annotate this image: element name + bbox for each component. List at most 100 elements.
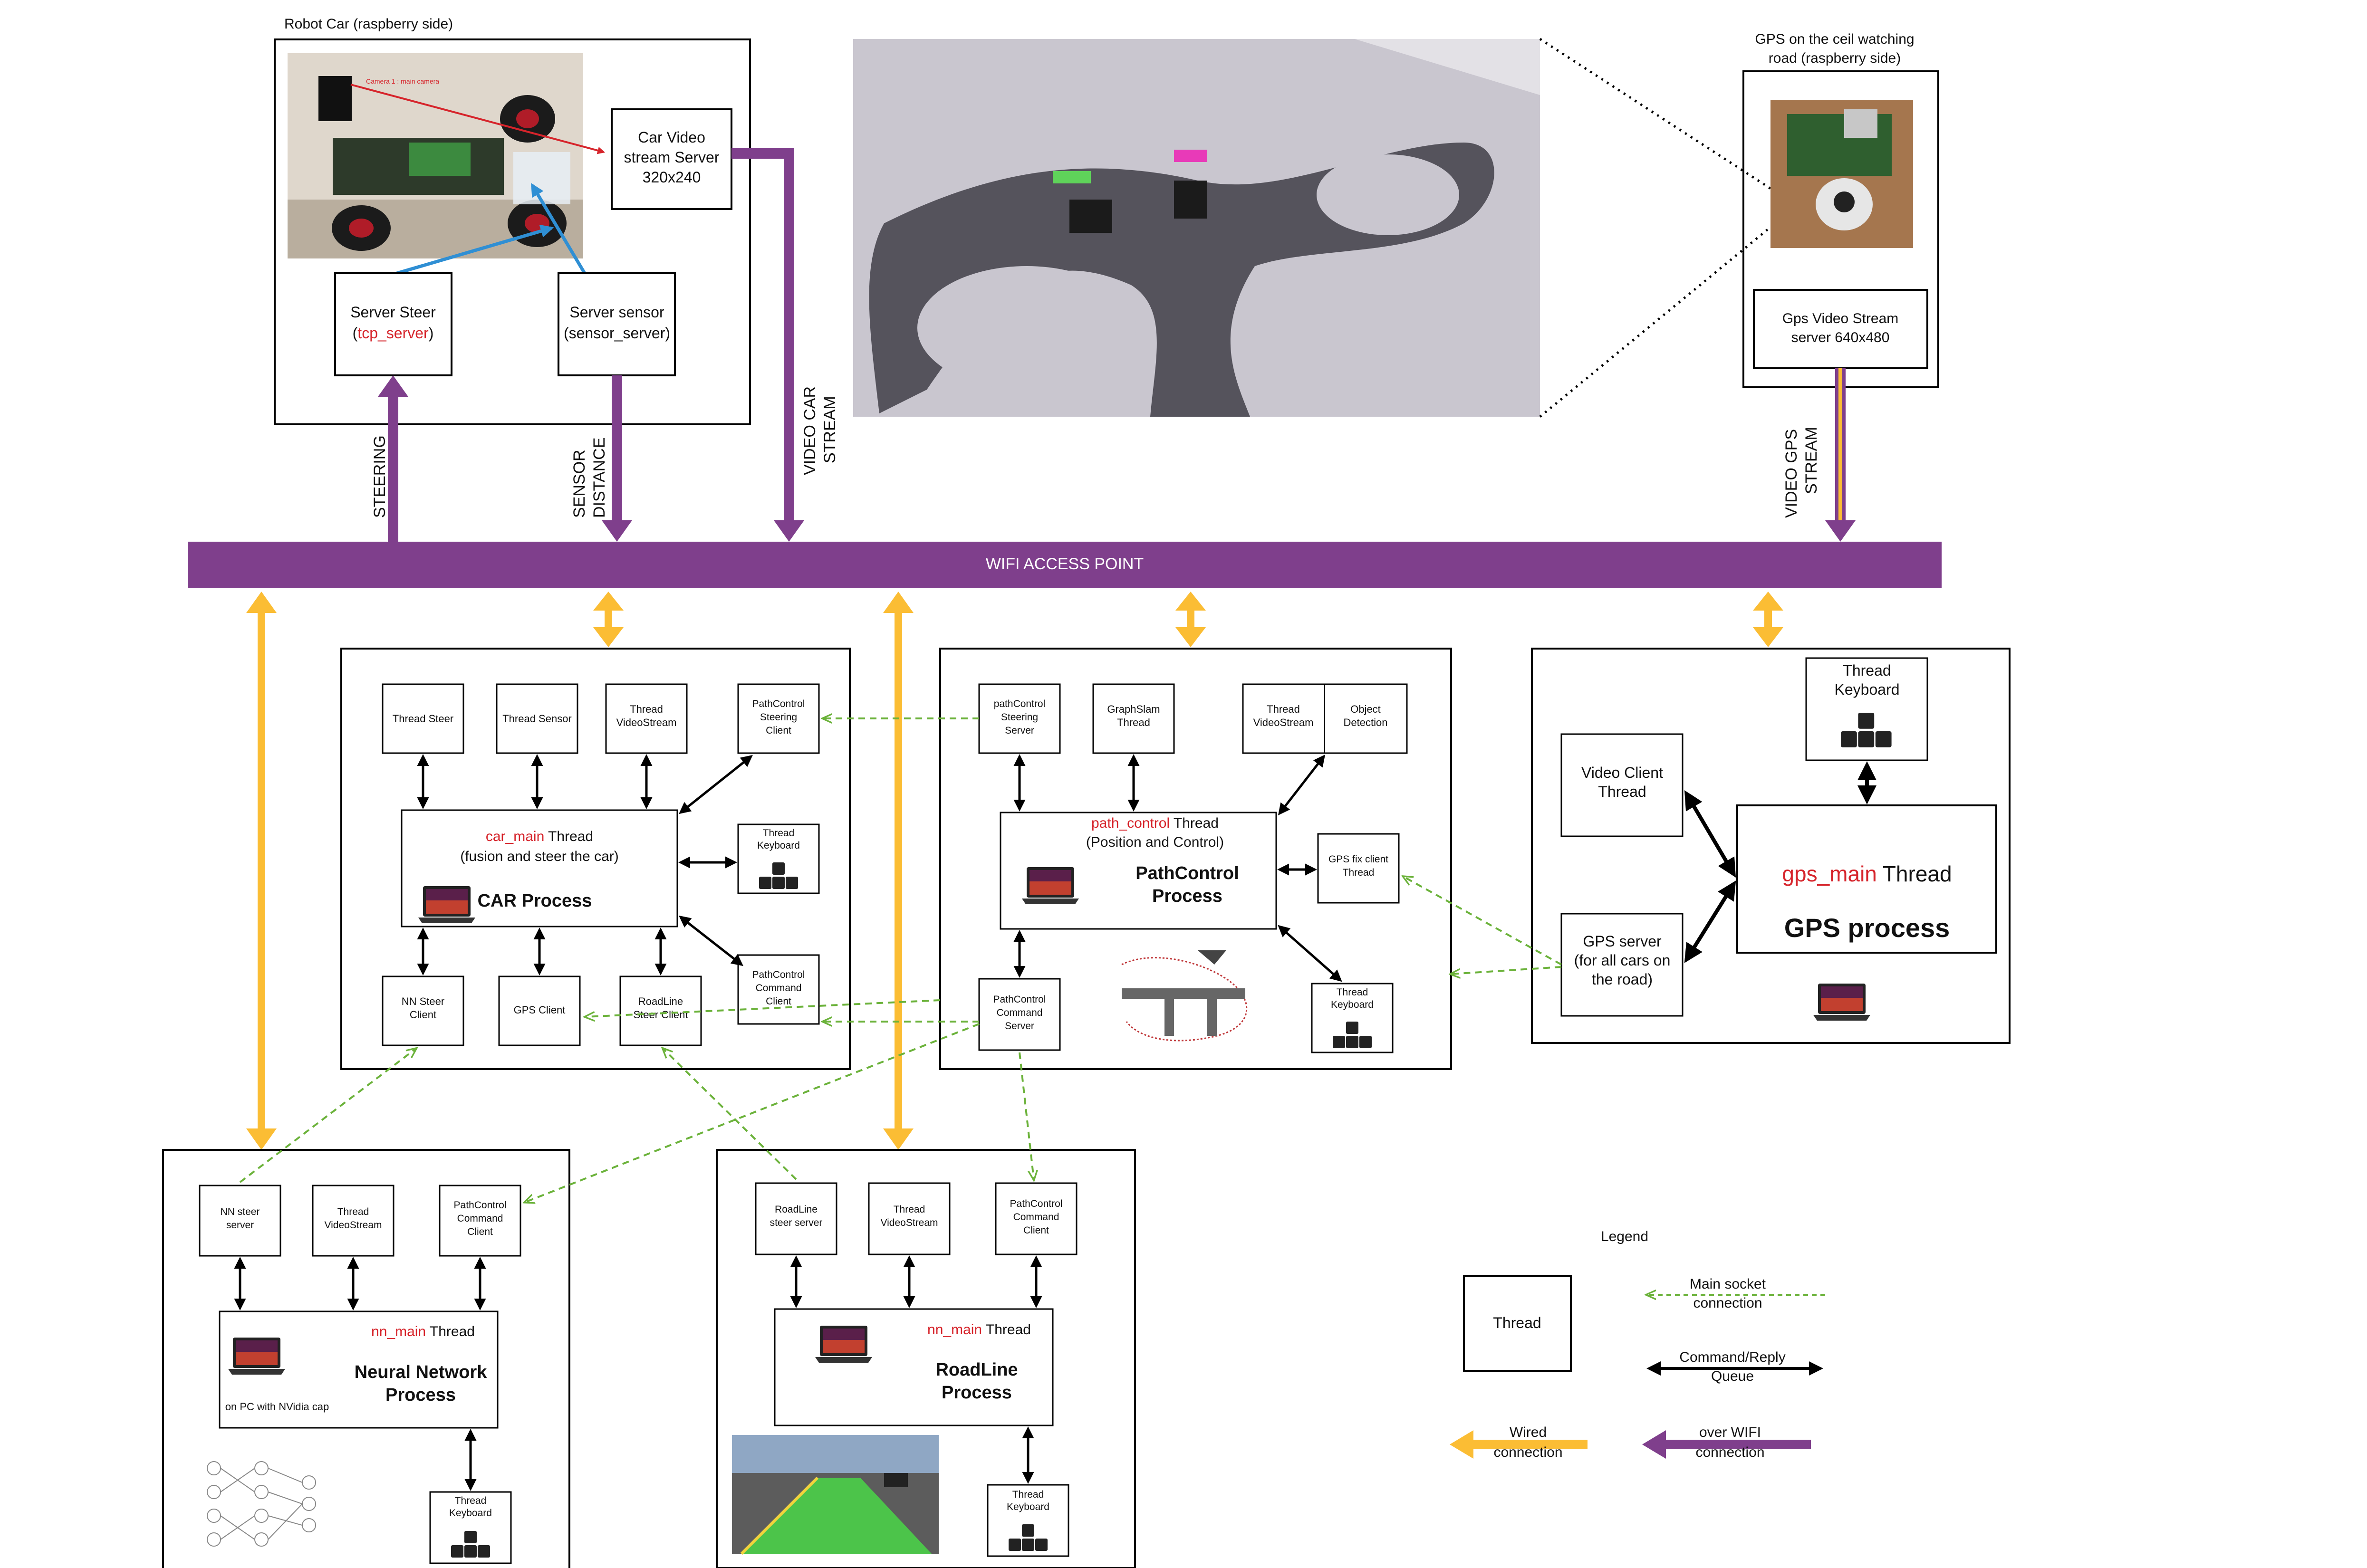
svg-text:connection: connection <box>1695 1444 1764 1460</box>
pathcontrol-command-server: PathControl Command Server <box>978 978 1061 1051</box>
car-main-thread: car_main Thread (fusion and steer the ca… <box>401 809 678 927</box>
legend-over-wifi: over WIFI connection <box>1642 1425 1811 1460</box>
svg-text:Client: Client <box>410 1009 436 1021</box>
gps-queues <box>1684 761 1876 963</box>
svg-text:320x240: 320x240 <box>643 169 701 186</box>
steering-link: STEERING <box>371 375 408 542</box>
svg-text:stream Server: stream Server <box>624 149 720 166</box>
car-video-stream-server: Car Video stream Server 320x240 <box>611 108 732 210</box>
video-client-thread: Video Client Thread <box>1560 733 1684 837</box>
nn-main-thread: nn_main Thread Neural Network Process on… <box>219 1310 499 1429</box>
roadline-steer-client: RoadLine Steer Client <box>619 975 702 1046</box>
roadline-steer-server: RoadLine steer server <box>755 1182 837 1255</box>
svg-text:Process: Process <box>385 1385 456 1405</box>
robot-car-panel: Robot Car (raspberry side) Camera 1 : ma… <box>274 16 751 425</box>
path-control-main-thread: path_control Thread (Position and Contro… <box>1000 812 1277 930</box>
svg-text:Process: Process <box>942 1383 1012 1403</box>
svg-text:Thread: Thread <box>1843 662 1891 679</box>
svg-text:Thread: Thread <box>1343 867 1375 878</box>
svg-text:VideoStream: VideoStream <box>880 1217 938 1228</box>
svg-text:Wired: Wired <box>1510 1425 1547 1440</box>
svg-text:Thread: Thread <box>894 1204 925 1215</box>
legend: Legend Thread Main socket connection Com… <box>1450 1229 1825 1460</box>
svg-text:PathControl: PathControl <box>1135 863 1239 883</box>
gps-camera-panel: GPS on the ceil watching road (raspberry… <box>1742 31 1939 388</box>
graphslam-thread: GraphSlam Thread <box>1092 683 1175 754</box>
svg-text:Command/Reply: Command/Reply <box>1679 1349 1785 1365</box>
laptop-icon <box>418 886 475 923</box>
nn-steer-server: NN steer server <box>199 1185 281 1257</box>
svg-text:PathControl: PathControl <box>752 969 805 980</box>
svg-text:Thread Sensor: Thread Sensor <box>502 713 572 725</box>
svg-text:server 640x480: server 640x480 <box>1791 330 1890 345</box>
thread-steer: Thread Steer <box>382 683 464 754</box>
thread-videostream-roadline: Thread VideoStream <box>868 1182 951 1255</box>
svg-text:STREAM: STREAM <box>1802 427 1820 494</box>
svg-text:Keyboard: Keyboard <box>757 840 800 851</box>
svg-text:path_control Thread: path_control Thread <box>1091 815 1219 831</box>
svg-text:Video Client: Video Client <box>1581 764 1663 781</box>
svg-text:server: server <box>226 1220 254 1231</box>
svg-text:Main socket: Main socket <box>1690 1276 1766 1292</box>
road-track-photo <box>853 39 1540 417</box>
svg-text:Server sensor: Server sensor <box>569 304 664 321</box>
svg-text:GPS on the ceil watching: GPS on the ceil watching <box>1755 31 1914 47</box>
gps-process-panel: Thread Keyboard Video Client Thread gps_… <box>1531 648 2011 1044</box>
svg-text:Keyboard: Keyboard <box>449 1508 492 1519</box>
svg-text:(sensor_server): (sensor_server) <box>564 325 670 342</box>
nn-steer-client: NN Steer Client <box>382 975 464 1046</box>
svg-text:Thread Steer: Thread Steer <box>393 713 453 725</box>
thread-videostream-nn: Thread VideoStream <box>312 1185 394 1257</box>
svg-text:(fusion and steer the car): (fusion and steer the car) <box>460 849 619 864</box>
laptop-icon <box>228 1338 285 1375</box>
svg-text:STREAM: STREAM <box>821 396 839 463</box>
server-sensor-box: Server sensor (sensor_server) <box>558 272 676 376</box>
path-map-illustration <box>1121 950 1248 1042</box>
gps-server: GPS server (for all cars on the road) <box>1560 913 1684 1017</box>
thread-keyboard-nn: Thread Keyboard <box>429 1491 512 1564</box>
svg-text:PathControl: PathControl <box>993 994 1046 1005</box>
thread-keyboard-pathcontrol: Thread Keyboard <box>1311 983 1394 1053</box>
svg-text:(tcp_server): (tcp_server) <box>353 325 434 342</box>
roadline-queues <box>790 1255 1042 1484</box>
svg-text:road (raspberry side): road (raspberry side) <box>1769 50 1901 66</box>
svg-text:Gps Video Stream: Gps Video Stream <box>1782 311 1899 326</box>
svg-text:NN steer: NN steer <box>221 1206 260 1217</box>
svg-text:Thread: Thread <box>1267 703 1300 715</box>
video-gps-stream-link: VIDEO GPS STREAM <box>1782 368 1856 542</box>
svg-text:Steering: Steering <box>1001 712 1038 723</box>
svg-text:PathControl: PathControl <box>752 698 805 709</box>
thread-keyboard-roadline: Thread Keyboard <box>987 1484 1069 1557</box>
laptop-icon <box>815 1326 872 1363</box>
car-queues <box>417 754 753 975</box>
svg-text:RoadLine: RoadLine <box>638 995 683 1007</box>
svg-text:Server Steer: Server Steer <box>350 304 436 321</box>
svg-text:Client: Client <box>766 725 791 736</box>
svg-text:connection: connection <box>1693 1295 1762 1311</box>
legend-thread-box: Thread <box>1463 1275 1572 1372</box>
svg-text:Server: Server <box>1005 725 1034 736</box>
svg-text:Command: Command <box>997 1007 1043 1018</box>
svg-text:Command: Command <box>1013 1212 1059 1223</box>
pathcontrol-command-client-nn: PathControl Command Client <box>439 1185 521 1257</box>
thread-videostream-car: Thread VideoStream <box>605 683 688 754</box>
svg-text:GPS process: GPS process <box>1784 913 1950 943</box>
svg-text:Detection: Detection <box>1344 717 1388 728</box>
nn-queues <box>234 1257 486 1491</box>
svg-text:GraphSlam: GraphSlam <box>1107 703 1160 715</box>
svg-text:STEERING: STEERING <box>371 435 389 518</box>
svg-text:Thread: Thread <box>1337 987 1368 998</box>
thread-keyboard-car: Thread Keyboard <box>737 823 820 894</box>
svg-text:Keyboard: Keyboard <box>1007 1501 1049 1512</box>
svg-text:Steering: Steering <box>760 712 797 723</box>
object-detection-label: Object <box>1350 703 1381 715</box>
legend-main-socket: Main socket connection <box>1647 1276 1825 1311</box>
svg-text:Command: Command <box>756 983 802 994</box>
socket-connections <box>239 718 1562 1202</box>
pathcontrol-steering-server: pathControl Steering Server <box>978 683 1061 754</box>
svg-text:Thread: Thread <box>337 1206 369 1217</box>
svg-text:Process: Process <box>1152 886 1222 906</box>
svg-text:Client: Client <box>1023 1225 1049 1236</box>
legend-command-reply: Command/Reply Queue <box>1646 1349 1823 1384</box>
